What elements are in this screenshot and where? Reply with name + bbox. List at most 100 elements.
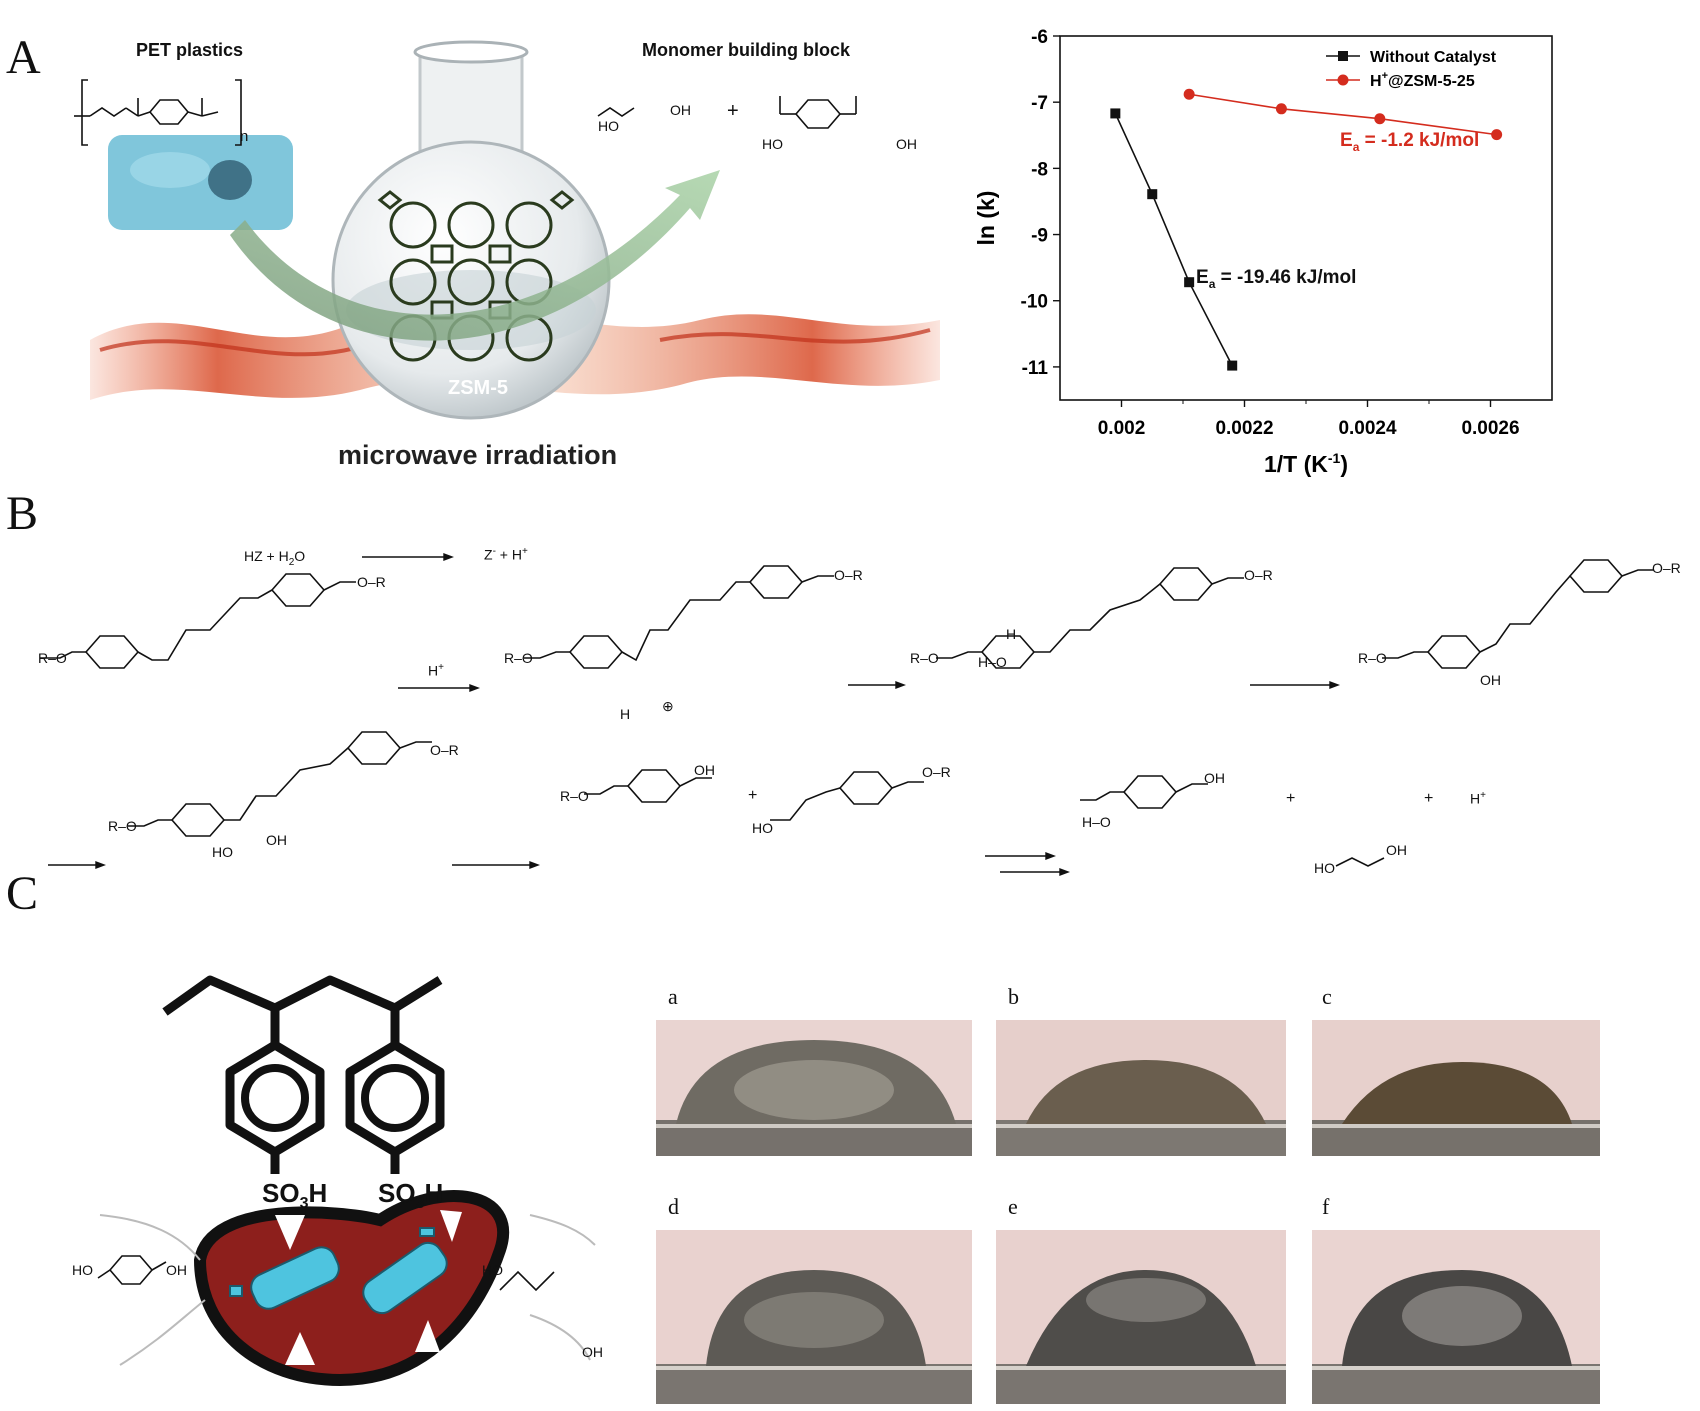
droplet-photo-e: [996, 1230, 1286, 1404]
hz-equation-left: HZ + H2O: [244, 548, 306, 568]
m2-h: H: [620, 706, 631, 722]
glycol-c-ho: HO: [482, 1262, 503, 1278]
m6-oh: OH: [694, 762, 715, 778]
m3-ho: H–O: [978, 654, 1007, 670]
data-point-hzsm5: [1374, 113, 1386, 125]
y-tick-label: -11: [1022, 358, 1049, 379]
m7-ho: HO: [752, 820, 773, 836]
hplus-catalyst: H+: [428, 662, 444, 679]
x-tick-label: 0.0022: [1215, 418, 1273, 439]
x-tick-label: 0.0024: [1338, 418, 1397, 439]
zsm5-label: ZSM-5: [448, 377, 508, 399]
m8-oh: OH: [1204, 770, 1225, 786]
data-point-without-catalyst: [1184, 277, 1195, 288]
m4-oh: OH: [1480, 672, 1501, 688]
data-point-hzsm5: [1491, 129, 1503, 141]
y-tick-label: -8: [1031, 159, 1048, 180]
legend-marker: [1338, 51, 1348, 61]
conversion-arrow: [230, 170, 720, 341]
hz-equation-right: Z- + H+: [484, 546, 528, 563]
data-point-without-catalyst: [1110, 108, 1121, 119]
droplet-photo-b: [996, 1020, 1286, 1156]
m3-h: H: [1006, 626, 1017, 642]
m4-ro: R–O: [1358, 650, 1387, 666]
droplet-photo-c: [1312, 1020, 1600, 1156]
legend-label: Without Catalyst: [1370, 49, 1497, 66]
plot-frame: [1059, 35, 1553, 401]
photo-label-c: c: [1322, 984, 1332, 1009]
glycol-ho: HO: [598, 118, 619, 134]
panel-a-illustration: [60, 20, 960, 480]
photo-label-d: d: [668, 1194, 679, 1219]
m5-or: O–R: [430, 742, 459, 758]
droplet-photo-f: [1312, 1230, 1600, 1404]
microwave-caption: microwave irradiation: [338, 440, 618, 470]
y-tick-label: -9: [1031, 226, 1048, 247]
m8-ho: H–O: [1082, 814, 1111, 830]
flask-scene: [74, 40, 940, 420]
series-line-1: [1189, 93, 1497, 136]
m6-ro: R–O: [560, 788, 589, 804]
y-axis-label: ln (k): [973, 191, 999, 246]
mechanism-svg: [40, 552, 1654, 877]
panel-letter-b: B: [6, 487, 39, 540]
pet-structure: [74, 79, 242, 146]
y-tick-label: -7: [1031, 93, 1048, 114]
x-tick-label: 0.002: [1098, 418, 1146, 439]
cartoon-svg: [97, 975, 596, 1387]
activation-energy-label: Ea = -1.2 kJ/mol: [1340, 130, 1479, 154]
m5-ho: HO: [212, 844, 233, 860]
tpa-oh: OH: [896, 136, 917, 152]
m3-or: O–R: [1244, 567, 1273, 583]
m2-or: O–R: [834, 567, 863, 583]
zeolite-framework: [377, 190, 575, 362]
panel-letter-a: A: [6, 31, 41, 84]
arrhenius-chart: -6 -7 -8 -9 -10 -11 0.002 0.0022 0.0024 0.0026 1/T…: [960, 20, 1600, 490]
photo-label-e: e: [1008, 1194, 1018, 1219]
monomer-label: Monomer building block: [642, 40, 850, 60]
y-tick-label: -10: [1021, 292, 1048, 313]
arrhenius-plot-svg: -6 -7 -8 -9 -10 -11 0.002 0.0022 0.0024 0.0026 1/T…: [973, 27, 1553, 477]
y-tick-label: -6: [1031, 27, 1048, 48]
tpa-c-oh: OH: [166, 1262, 187, 1278]
m7-or: O–R: [922, 764, 951, 780]
activation-energy-label: Ea = -19.46 kJ/mol: [1196, 267, 1356, 291]
droplet-photo-d: [656, 1230, 972, 1404]
panel-letter-c: C: [6, 867, 39, 920]
legend-label: H+@ZSM-5-25: [1370, 70, 1475, 90]
data-point-hzsm5: [1183, 88, 1195, 100]
x-axis-label: 1/T (K-1): [1264, 450, 1348, 477]
sulfonated-polymer-cartoon: [60, 960, 620, 1400]
benzene-rings: [40, 559, 1654, 867]
bottle-icons: [229, 1227, 448, 1315]
data-point-without-catalyst: [1147, 189, 1158, 200]
monomer-structures: [597, 96, 857, 129]
final-hplus: H+: [1470, 790, 1486, 807]
m2-ro: R–O: [504, 650, 533, 666]
so3h-right: SO3H: [378, 1178, 444, 1213]
m5-oh: OH: [266, 832, 287, 848]
so3h-left: SO3H: [262, 1178, 328, 1213]
droplet-photo-a: [656, 1020, 972, 1156]
mechanism-scheme: [0, 520, 1700, 930]
photo-label-f: f: [1322, 1194, 1330, 1219]
m4-or: O–R: [1652, 560, 1681, 576]
glycol-c-oh: OH: [582, 1344, 603, 1360]
m3-ro: R–O: [910, 650, 939, 666]
tpa-ho: HO: [762, 136, 783, 152]
m1-ro: R–O: [38, 650, 67, 666]
m5-ro: R–O: [108, 818, 137, 834]
photo-label-a: a: [668, 984, 678, 1009]
plastic-bottles-photo: [108, 135, 293, 230]
legend-marker: [1337, 74, 1349, 86]
plus-3: +: [1424, 790, 1434, 807]
polymer-n: n: [240, 128, 249, 145]
glycol-oh-final: OH: [1386, 842, 1407, 858]
x-tick-label: 0.0026: [1461, 418, 1519, 439]
series-line-0: [1114, 113, 1233, 366]
monomer-plus: +: [727, 100, 739, 122]
plus-1: +: [748, 787, 758, 804]
m2-charge: ⊕: [662, 698, 674, 714]
data-point-hzsm5: [1275, 103, 1287, 115]
pet-plastics-label: PET plastics: [136, 40, 244, 60]
